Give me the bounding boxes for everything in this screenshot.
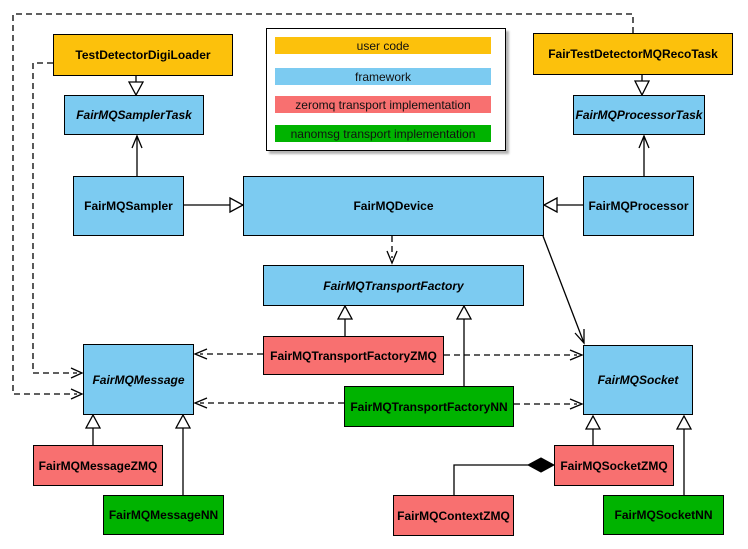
edge-device-transportfactory [386, 236, 398, 265]
node-fairmqmessagenn: FairMQMessageNN [103, 495, 224, 535]
legend-item-nanomsg: nanomsg transport implementation [275, 125, 491, 142]
legend: user code framework zeromq transport imp… [266, 28, 506, 151]
edge-socketnn-socket [675, 414, 693, 495]
legend-item-zeromq: zeromq transport implementation [275, 96, 491, 113]
edge-sampler-device [184, 196, 245, 214]
node-fairmqcontextzmq: FairMQContextZMQ [393, 495, 514, 536]
edge-messagezmq-message [84, 413, 102, 445]
node-fairmqsocketzmq: FairMQSocketZMQ [554, 445, 674, 486]
edge-factoryzmq-message [193, 348, 263, 360]
node-fairmqtransportfactorynn: FairMQTransportFactoryNN [344, 386, 514, 427]
edge-recotask-message [12, 13, 634, 400]
node-fairmqtransportfactory: FairMQTransportFactory [263, 265, 524, 306]
edge-factorynn-message [193, 397, 344, 409]
node-fairmqmessagezmq: FairMQMessageZMQ [33, 445, 163, 486]
edge-processor-processortask [638, 134, 650, 176]
node-fairmqdevice: FairMQDevice [243, 176, 544, 236]
legend-item-framework: framework [275, 68, 491, 85]
edge-digiloader-message [32, 62, 84, 379]
edge-socketzmq-contextzmq [453, 457, 556, 495]
edge-messagenn-message [174, 413, 192, 495]
node-fairmqprocessor: FairMQProcessor [583, 176, 694, 236]
node-fairmqsampler: FairMQSampler [73, 176, 184, 236]
node-fairtestdetectormqrecotask: FairTestDetectorMQRecoTask [533, 33, 733, 75]
node-fairmqprocessortask: FairMQProcessorTask [573, 95, 705, 135]
edge-sampler-samplertask [131, 134, 143, 176]
node-fairmqsamplertask: FairMQSamplerTask [64, 95, 204, 135]
edge-factoryzmq-factory [336, 304, 354, 336]
edge-factorynn-socket [514, 398, 584, 410]
node-fairmqsocketnn: FairMQSocketNN [603, 495, 724, 535]
edge-recotask-processortask [633, 75, 651, 97]
edge-socketzmq-socket [584, 414, 602, 445]
node-testdetectordigiloader: TestDetectorDigiLoader [53, 34, 233, 76]
legend-item-user-code: user code [275, 37, 491, 54]
edge-processor-device [542, 196, 583, 214]
edge-device-socket [542, 235, 585, 345]
node-fairmqtransportfactoryzmq: FairMQTransportFactoryZMQ [263, 336, 444, 375]
edge-factorynn-factory [455, 304, 473, 386]
edge-factoryzmq-socket [444, 349, 584, 361]
edge-digiloader-samplertask [127, 76, 145, 97]
node-fairmqsocket: FairMQSocket [583, 345, 693, 415]
node-fairmqmessage: FairMQMessage [83, 344, 194, 415]
